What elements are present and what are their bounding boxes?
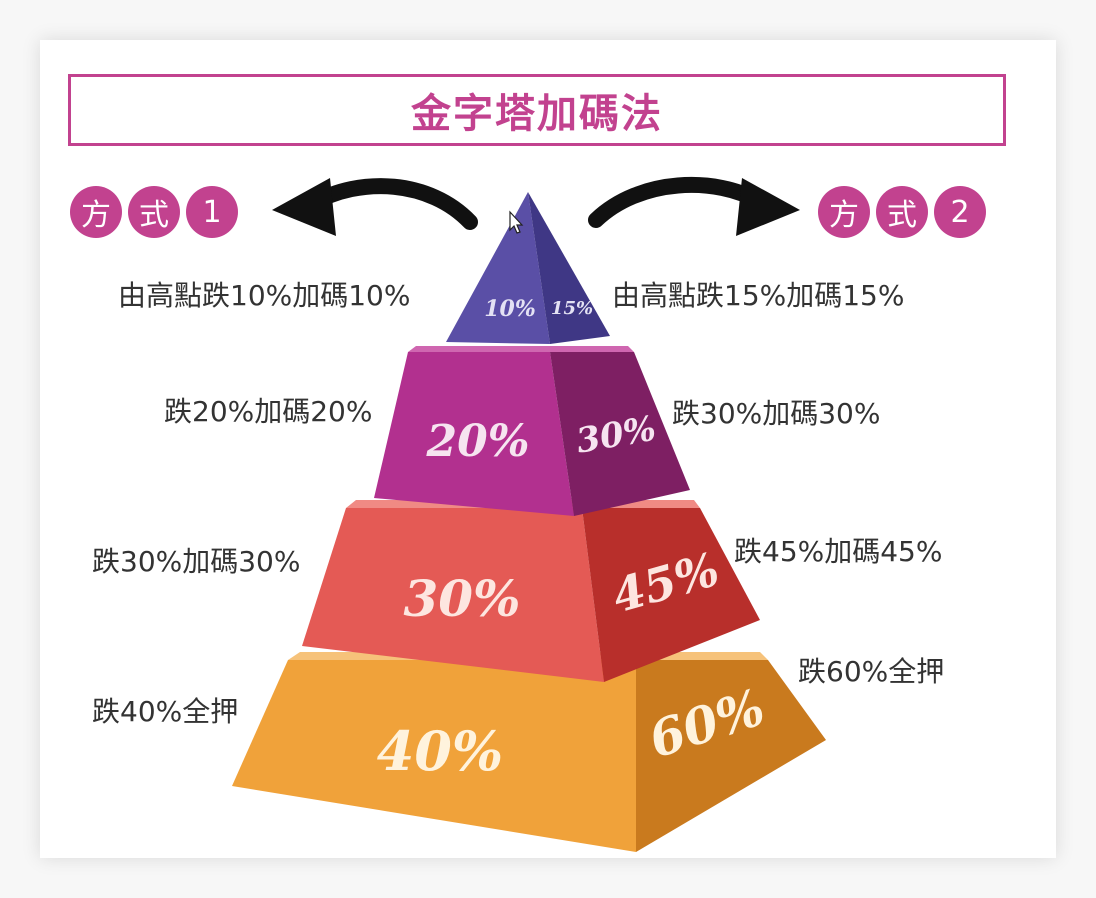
left-label-tier-2: 跌20%加碼20%: [164, 395, 373, 428]
tier-4-left-face: [232, 660, 636, 852]
method-1-badge-char-1: 方: [70, 186, 122, 238]
tier-3-left-face: [302, 508, 604, 682]
method-1-badge-char-2: 式: [128, 186, 180, 238]
mouse-cursor-icon: [509, 210, 524, 234]
tier-1-left-face: [446, 192, 550, 344]
left-label-tier-3: 跌30%加碼30%: [92, 545, 301, 578]
method-1-badge-number: 1: [186, 186, 238, 238]
title-box: 金字塔加碼法: [68, 74, 1006, 146]
tier-2-left-face: [374, 352, 574, 516]
pyramid-tier-1: 10% 15%: [446, 192, 610, 344]
tier-4-left-percent: 40%: [377, 719, 503, 783]
right-label-tier-4: 跌60%全押: [798, 655, 945, 688]
left-label-tier-1: 由高點跌10%加碼10%: [118, 279, 411, 312]
method-2-badge-char-1: 方: [818, 186, 870, 238]
tier-2-left-percent: 20%: [425, 416, 529, 467]
tier-1-right-face: [528, 192, 610, 344]
tier-1-left-percent: 10%: [484, 296, 536, 322]
pyramid-tier-4: 40% 60%: [232, 652, 826, 852]
right-label-tier-3: 跌45%加碼45%: [734, 535, 943, 568]
method-2-badge-char-2: 式: [876, 186, 928, 238]
left-curved-arrow-icon: [272, 178, 478, 236]
right-label-tier-2: 跌30%加碼30%: [672, 397, 881, 430]
left-label-tier-4: 跌40%全押: [92, 695, 239, 728]
method-2-badge-number: 2: [934, 186, 986, 238]
tier-2-top-edge: [408, 346, 634, 352]
tier-3-left-percent: 30%: [403, 569, 520, 628]
tier-4-right-face: [636, 660, 826, 852]
tier-2-right-face: [550, 352, 690, 516]
right-label-tier-1: 由高點跌15%加碼15%: [612, 279, 905, 312]
pyramid-tier-3: 30% 45%: [302, 500, 760, 682]
tier-3-right-face: [582, 508, 760, 682]
method-1-badge-group: 方 式 1: [70, 186, 238, 238]
page-title: 金字塔加碼法: [411, 91, 663, 137]
tier-1-right-percent: 15%: [551, 298, 593, 319]
pyramid-tier-2: 20% 30%: [374, 346, 690, 516]
method-2-badge-group: 方 式 2: [818, 186, 986, 238]
right-curved-arrow-icon: [588, 176, 800, 236]
